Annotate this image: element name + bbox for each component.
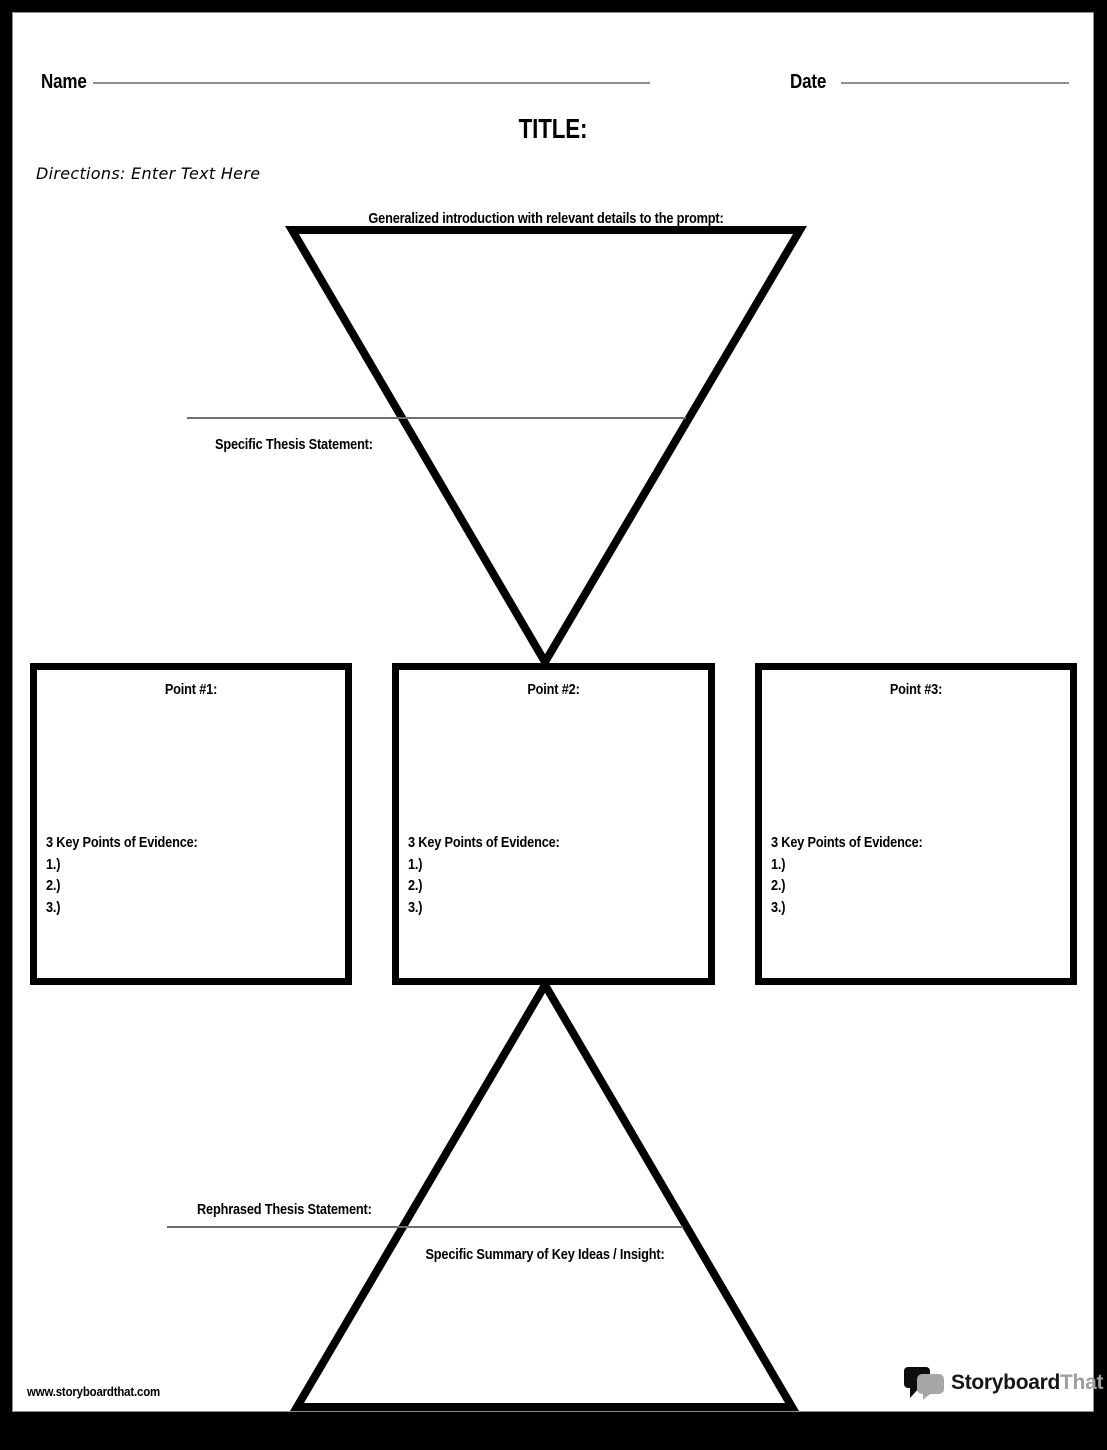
evidence-item: 2.): [46, 877, 61, 894]
evidence-heading: 3 Key Points of Evidence:: [771, 834, 923, 851]
logo-text: StoryboardThat: [951, 1371, 1103, 1395]
rephrased-thesis-line[interactable]: [167, 1226, 683, 1228]
evidence-item: 1.): [46, 855, 61, 873]
evidence-heading: 3 Key Points of Evidence:: [408, 834, 560, 851]
thesis-label: Specific Thesis Statement:: [215, 436, 373, 453]
point-3-title: Point #3:: [889, 681, 943, 698]
point-3-evidence: 3 Key Points of Evidence: 1.) 2.) 3.): [771, 832, 923, 918]
name-label: Name: [41, 71, 87, 93]
point-2-box[interactable]: Point #2: 3 Key Points of Evidence: 1.) …: [392, 663, 715, 985]
directions-text: Directions: Enter Text Here: [36, 164, 261, 183]
point-3-box[interactable]: Point #3: 3 Key Points of Evidence: 1.) …: [755, 663, 1077, 985]
website-url: www.storyboardthat.com: [27, 1384, 161, 1399]
summary-label: Specific Summary of Key Ideas / Insight:: [425, 1246, 665, 1263]
conclusion-triangle[interactable]: [290, 977, 799, 1411]
evidence-item: 2.): [408, 877, 423, 894]
date-label: Date: [790, 71, 827, 93]
point-1-box[interactable]: Point #1: 3 Key Points of Evidence: 1.) …: [30, 663, 352, 985]
evidence-item: 2.): [771, 877, 786, 894]
point-1-evidence: 3 Key Points of Evidence: 1.) 2.) 3.): [46, 832, 198, 918]
evidence-item: 1.): [408, 855, 423, 873]
point-2-evidence: 3 Key Points of Evidence: 1.) 2.) 3.): [408, 832, 560, 918]
evidence-item: 3.): [771, 898, 786, 916]
logo-text-secondary: That: [1060, 1371, 1104, 1394]
point-2-title: Point #2:: [527, 681, 580, 698]
speech-bubbles-icon: [904, 1367, 944, 1400]
worksheet-page: Name Date TITLE: Directions: Enter Text …: [12, 12, 1103, 1412]
evidence-heading: 3 Key Points of Evidence:: [46, 834, 198, 851]
logo-text-primary: Storyboard: [951, 1371, 1061, 1394]
thesis-statement-line[interactable]: [187, 417, 686, 419]
intro-label: Generalized introduction with relevant d…: [368, 210, 724, 227]
point-1-title: Point #1:: [164, 681, 218, 698]
evidence-item: 3.): [408, 898, 423, 916]
date-fill-line[interactable]: [841, 82, 1069, 84]
evidence-item: 3.): [46, 898, 61, 916]
evidence-item: 1.): [771, 855, 786, 873]
name-fill-line[interactable]: [93, 82, 650, 84]
storyboardthat-logo: StoryboardThat: [903, 1366, 1103, 1400]
page-title: TITLE:: [518, 113, 588, 144]
rephrased-thesis-label: Rephrased Thesis Statement:: [197, 1201, 372, 1218]
